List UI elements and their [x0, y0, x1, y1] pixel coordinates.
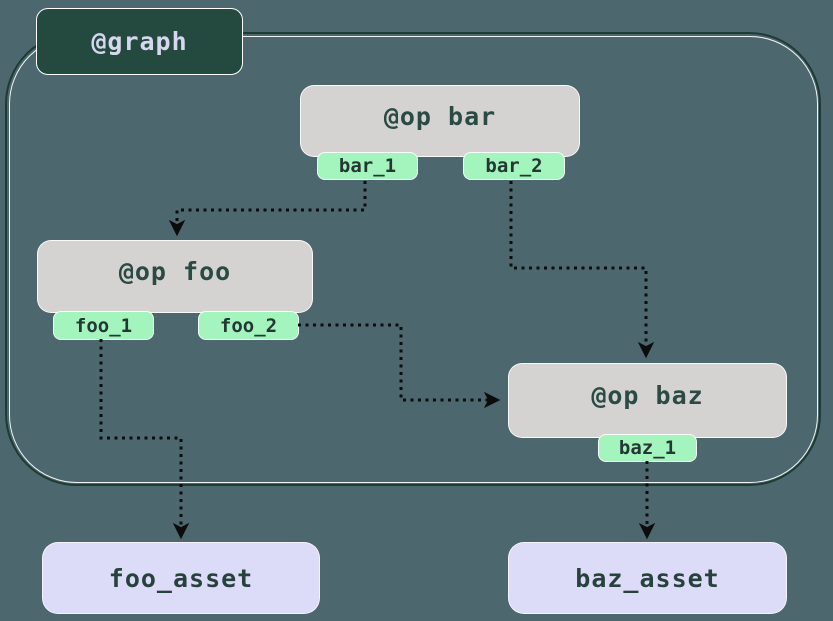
op-label-baz: @op baz — [591, 381, 704, 410]
graph-label: @graph — [36, 8, 243, 75]
op-label-foo: @op foo — [118, 257, 232, 286]
output-tab-foo_2: foo_2 — [198, 311, 299, 340]
asset-node-baz_asset: baz_asset — [508, 542, 787, 614]
op-label-bar: @op bar — [383, 101, 497, 131]
output-tab-baz_1: baz_1 — [598, 434, 697, 462]
graph-boundary-highlight — [8, 35, 818, 483]
graph-label-text: @graph — [91, 27, 188, 56]
op-node-bar: @op bar bar_1 bar_2 — [300, 85, 580, 180]
op-node-foo: @op foo foo_1 foo_2 — [37, 240, 313, 340]
output-tab-bar_1: bar_1 — [317, 152, 418, 180]
asset-node-foo_asset: foo_asset — [42, 542, 320, 614]
graph-boundary — [5, 32, 821, 486]
op-node-baz: @op baz baz_1 — [508, 363, 787, 462]
output-tab-bar_2: bar_2 — [463, 152, 565, 180]
output-tab-foo_1: foo_1 — [53, 311, 154, 340]
